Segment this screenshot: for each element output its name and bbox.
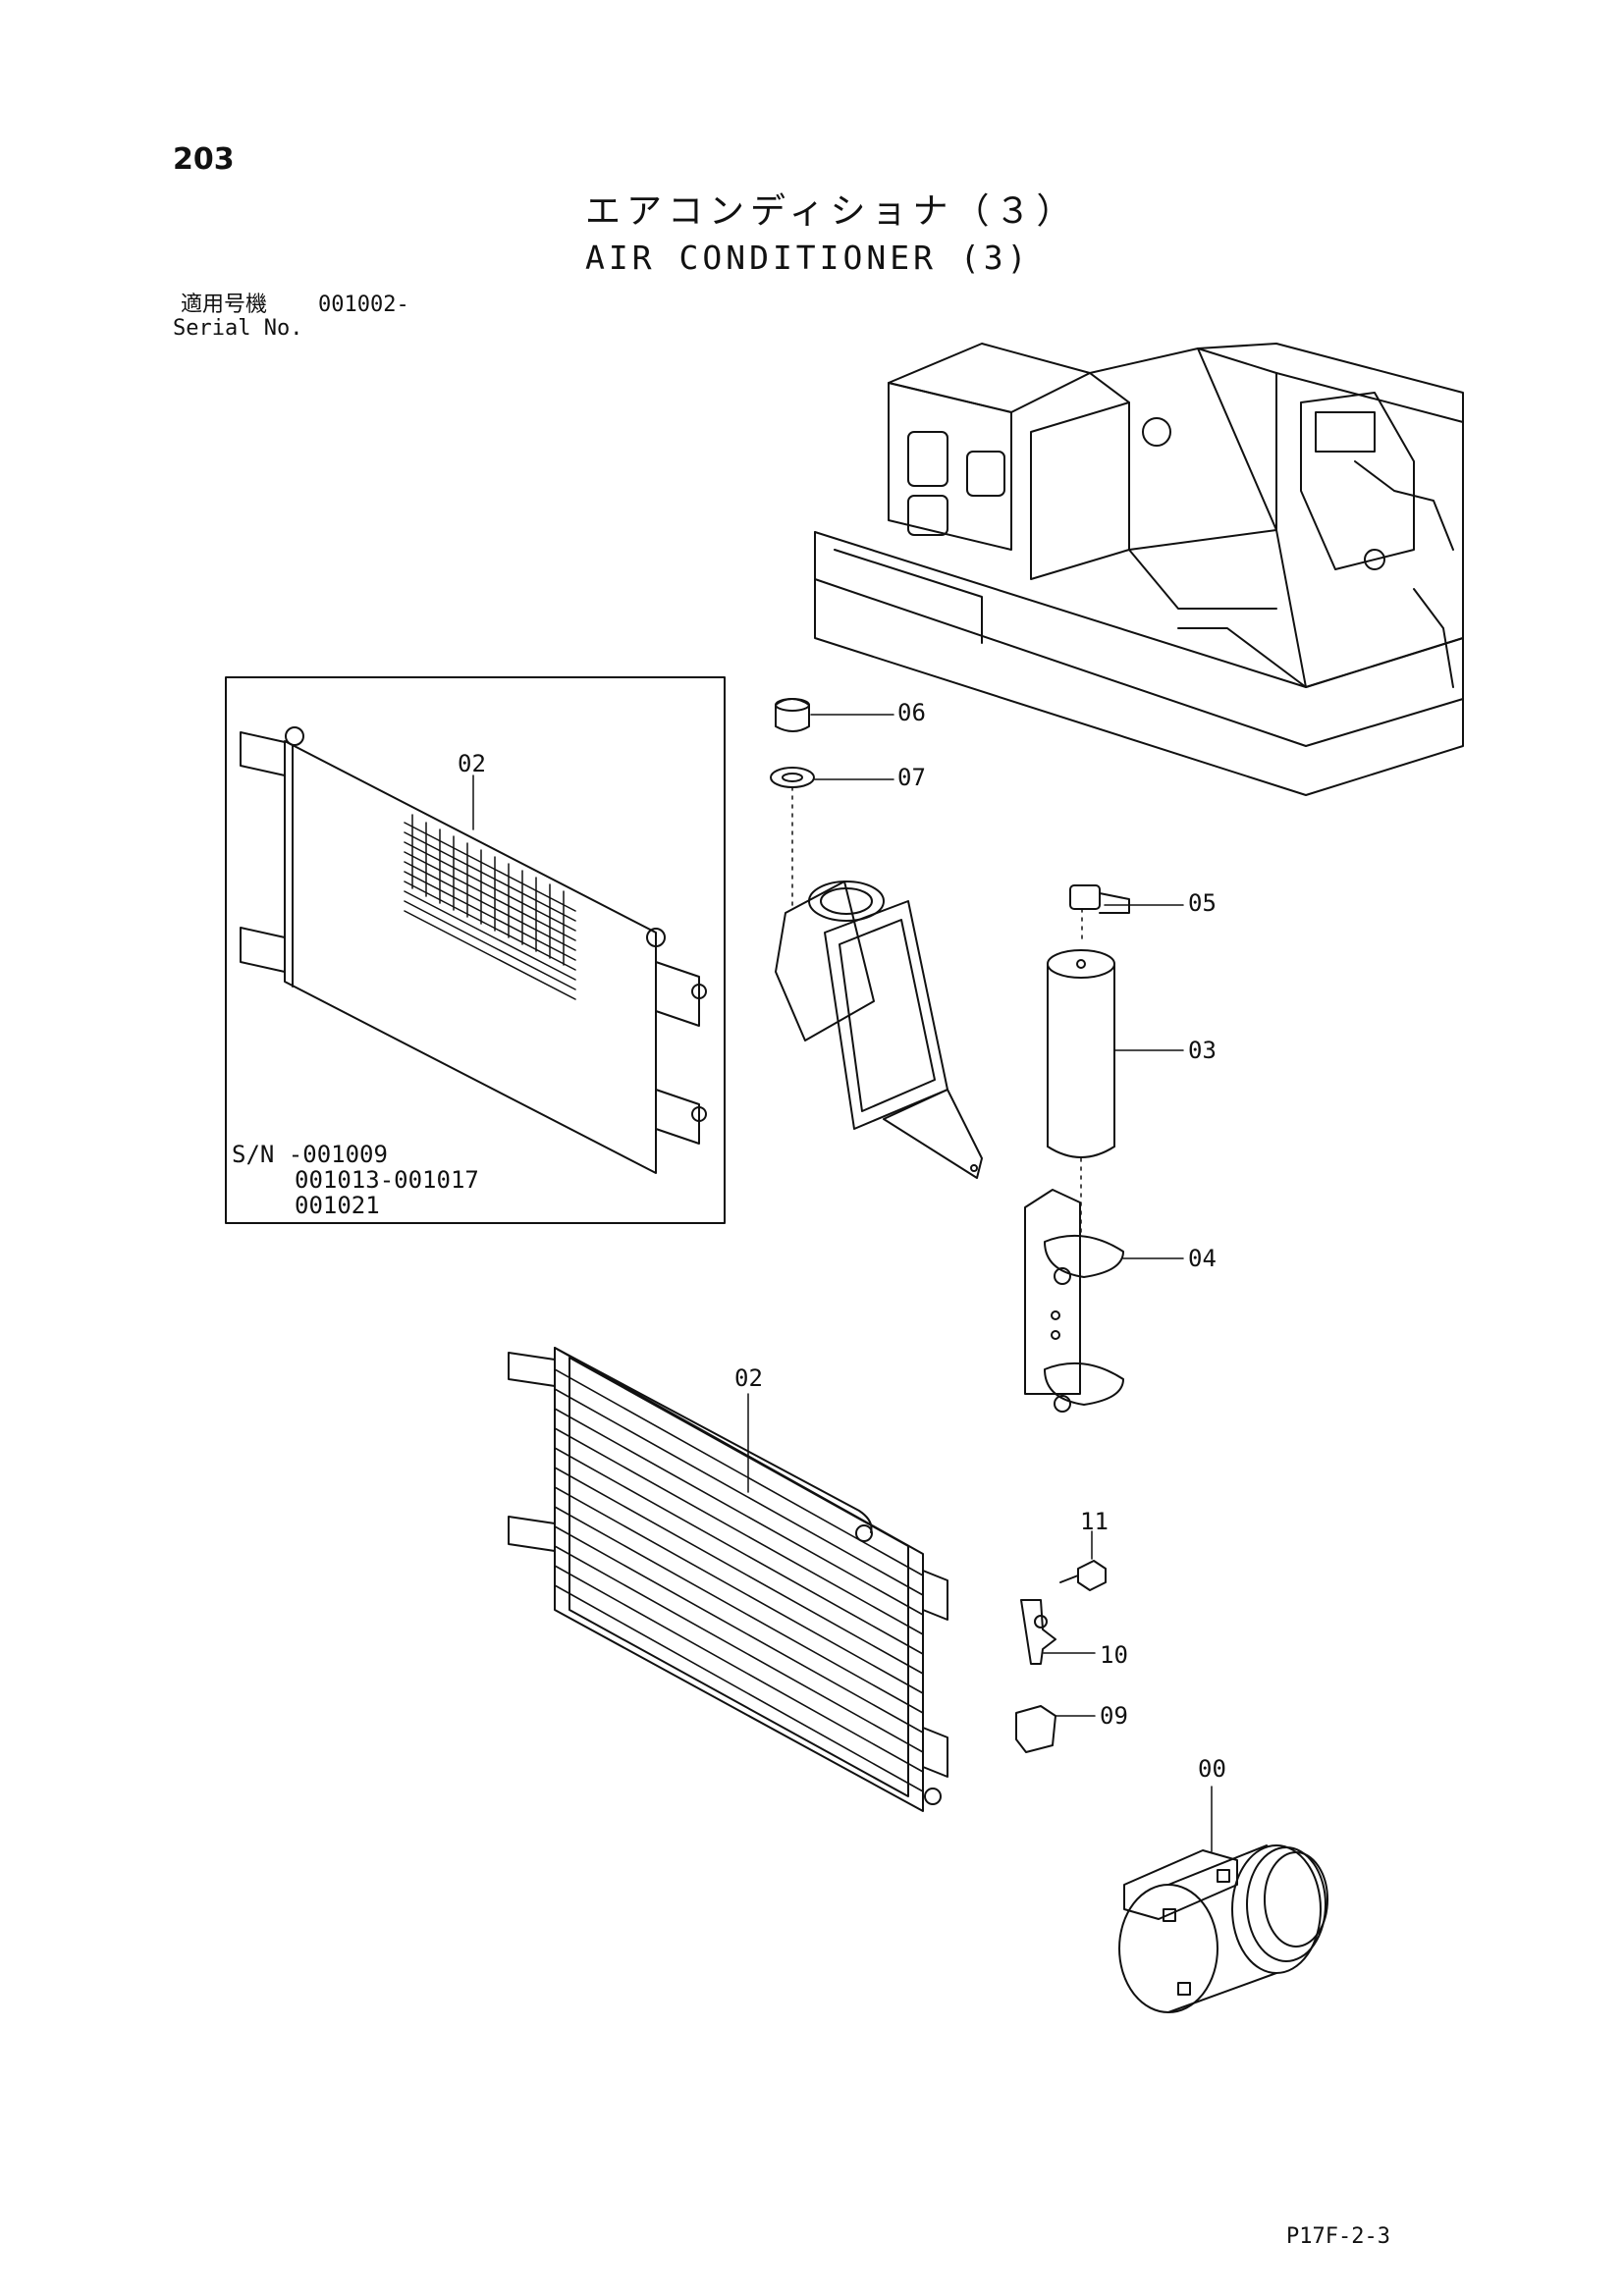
drawing-code: P17F-2-3 [1286, 2224, 1390, 2249]
machine-frame-drawing [814, 343, 1464, 796]
title-japanese: エアコンディショナ（３） [585, 191, 1078, 232]
bolt-plate-clip-drawing [1015, 1530, 1107, 1753]
callout-03: 03 [1188, 1037, 1217, 1064]
callout-05: 05 [1188, 889, 1217, 917]
callout-02-inset: 02 [458, 750, 486, 777]
serial-label-japanese: 適用号機 [181, 293, 268, 317]
callout-09: 09 [1100, 1702, 1128, 1730]
callout-10: 10 [1100, 1641, 1128, 1669]
callout-06: 06 [897, 699, 926, 726]
compressor-drawing [1118, 1786, 1328, 2013]
inset-condenser-drawing [240, 726, 707, 1174]
inset-serial-line-2: 001013-001017 [295, 1166, 479, 1194]
callout-00: 00 [1198, 1755, 1226, 1783]
callout-07: 07 [897, 764, 926, 791]
inset-serial-line-3: 001021 [295, 1192, 380, 1219]
callout-02-main: 02 [734, 1364, 763, 1392]
callout-11: 11 [1080, 1508, 1109, 1535]
serial-label-english: Serial No. [173, 316, 303, 341]
inset-frame [225, 676, 726, 1224]
serial-value: 001002- [318, 293, 409, 317]
title-english: AIR CONDITIONER (3) [585, 239, 1031, 277]
callout-04: 04 [1188, 1245, 1217, 1272]
condenser-drawing [508, 1347, 948, 1812]
inset-serial-line-1: S/N -001009 [232, 1141, 388, 1168]
page-number: 203 [173, 142, 235, 177]
receiver-drier-drawing [1024, 884, 1184, 1413]
cap-and-bracket-drawing [770, 698, 983, 1179]
